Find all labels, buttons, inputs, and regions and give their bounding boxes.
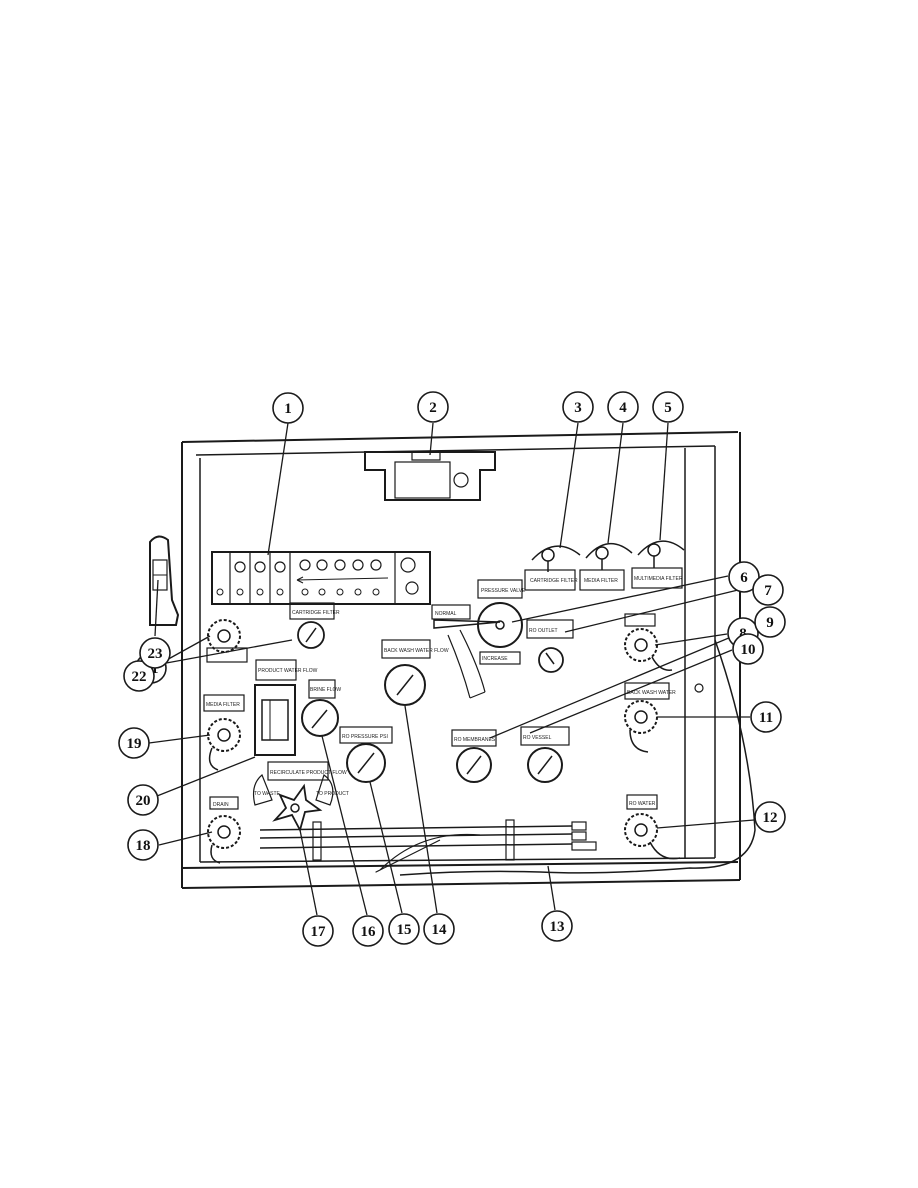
callout-4: 4 <box>607 391 639 423</box>
backwash-water-plate: BACK WASH WATER <box>627 690 676 696</box>
cartridge-filter-gauge: CARTRIDGE FILTER <box>289 602 340 649</box>
callout-13: 13 <box>541 910 573 942</box>
callout-19: 19 <box>118 727 150 759</box>
callout-20: 20 <box>127 784 159 816</box>
knob-left-top <box>206 619 248 663</box>
callout-5: 5 <box>652 391 684 423</box>
callout-18: 18 <box>127 829 159 861</box>
normal-label: NORMAL <box>435 611 457 617</box>
knob-media-filter: MEDIA FILTER <box>203 694 245 771</box>
to-waste-plate: TO WASTE <box>254 791 281 797</box>
ro-pressure-gauge: RO PRESSURE PSI <box>339 726 393 783</box>
svg-text:22: 22 <box>132 669 147 685</box>
svg-text:3: 3 <box>574 400 582 416</box>
increase-label: INCREASE <box>482 656 508 662</box>
svg-text:13: 13 <box>550 919 565 935</box>
ro-outlet-gauge: RO OUTLET <box>526 619 574 673</box>
pressure-valve-label: PRESSURE VALVE <box>481 588 526 594</box>
svg-text:16: 16 <box>361 924 377 940</box>
callouts: 1 2 3 4 5 6 7 8 9 10 11 12 13 14 15 16 1… <box>118 391 786 947</box>
product-flow-plate: PRODUCT WATER FLOW <box>258 668 318 674</box>
svg-text:5: 5 <box>664 400 672 416</box>
svg-text:8: 8 <box>739 626 747 642</box>
panel-frame <box>181 431 741 889</box>
recirculate-valve: RECIRCULATE PRODUCT FLOW TO WASTE TO PRO… <box>252 761 349 833</box>
svg-text:17: 17 <box>311 924 327 940</box>
back-wash-flow-gauge: BACK WASH WATER FLOW <box>381 639 449 706</box>
brine-flow-plate: BRINE FLOW <box>310 687 341 693</box>
svg-text:9: 9 <box>766 615 774 631</box>
media-filter-plate: MEDIA FILTER <box>206 702 240 708</box>
knob-drain: DRAIN <box>207 796 241 864</box>
callout-14: 14 <box>423 913 455 945</box>
svg-text:2: 2 <box>429 400 437 416</box>
ro-vessel-plate: RO VESSEL <box>523 735 552 741</box>
svg-text:7: 7 <box>764 583 772 599</box>
callout-6: 6 <box>728 561 760 593</box>
ro-vessel-gauge: RO VESSEL <box>520 726 570 783</box>
drain-plate: DRAIN <box>213 802 229 808</box>
callout-11: 11 <box>750 701 782 733</box>
callout-15: 15 <box>388 913 420 945</box>
svg-text:14: 14 <box>432 922 448 938</box>
callout-22: 22 <box>123 660 155 692</box>
valve-cartridge-filter-label: CARTRIDGE FILTER <box>530 578 578 584</box>
tool-rods <box>259 819 597 873</box>
callout-3: 3 <box>562 391 594 423</box>
brine-flow-gauge: BRINE FLOW <box>301 679 341 737</box>
knob-ro-water: RO WATER <box>624 794 681 860</box>
svg-text:23: 23 <box>148 646 163 662</box>
right-cable <box>399 639 756 876</box>
callout-2: 2 <box>417 391 449 423</box>
valve-multimedia-filter: MULTIMEDIA FILTER <box>631 540 685 589</box>
svg-text:6: 6 <box>740 570 748 586</box>
callout-12: 12 <box>754 801 786 833</box>
svg-text:11: 11 <box>759 710 773 726</box>
valve-multimedia-filter-label: MULTIMEDIA FILTER <box>634 576 683 582</box>
ro-membranes-plate: RO MEMBRANES <box>454 737 496 743</box>
ro-outlet-plate: RO OUTLET <box>529 628 558 634</box>
svg-text:18: 18 <box>136 838 151 854</box>
ro-membranes-gauge: RO MEMBRANES <box>451 729 497 783</box>
product-flow-meter: PRODUCT WATER FLOW <box>254 659 318 756</box>
cartridge-filter-plate: CARTRIDGE FILTER <box>292 610 340 616</box>
callout-1: 1 <box>272 392 304 424</box>
pressure-valve-assembly: PRESSURE VALVE NORMAL INCREASE <box>431 579 526 699</box>
to-product-plate: TO PRODUCT <box>316 791 349 797</box>
callout-17: 17 <box>302 915 334 947</box>
svg-text:20: 20 <box>136 793 151 809</box>
svg-text:10: 10 <box>741 642 756 658</box>
valve-media-filter: MEDIA FILTER <box>579 543 633 591</box>
ro-pressure-plate: RO PRESSURE PSI <box>342 734 388 740</box>
callout-10: 10 <box>732 633 764 665</box>
svg-text:1: 1 <box>284 401 292 417</box>
svg-text:4: 4 <box>619 400 627 416</box>
callout-16: 16 <box>352 915 384 947</box>
valve-cartridge-filter: CARTRIDGE FILTER <box>524 545 581 591</box>
recirculate-plate: RECIRCULATE PRODUCT FLOW <box>270 770 347 776</box>
back-wash-flow-plate: BACK WASH WATER FLOW <box>384 648 449 654</box>
knob-right-top <box>624 613 673 671</box>
top-bracket <box>364 451 496 501</box>
svg-text:15: 15 <box>397 922 412 938</box>
side-switch-box <box>149 535 180 626</box>
leader-lines <box>144 422 756 916</box>
callout-23: 23 <box>139 637 171 669</box>
callout-9: 9 <box>754 606 786 638</box>
svg-text:12: 12 <box>763 810 778 826</box>
svg-text:19: 19 <box>127 736 142 752</box>
callout-7: 7 <box>752 574 784 606</box>
ro-water-plate: RO WATER <box>629 801 656 807</box>
valve-media-filter-label: MEDIA FILTER <box>584 578 618 584</box>
switch-panel <box>211 551 431 605</box>
